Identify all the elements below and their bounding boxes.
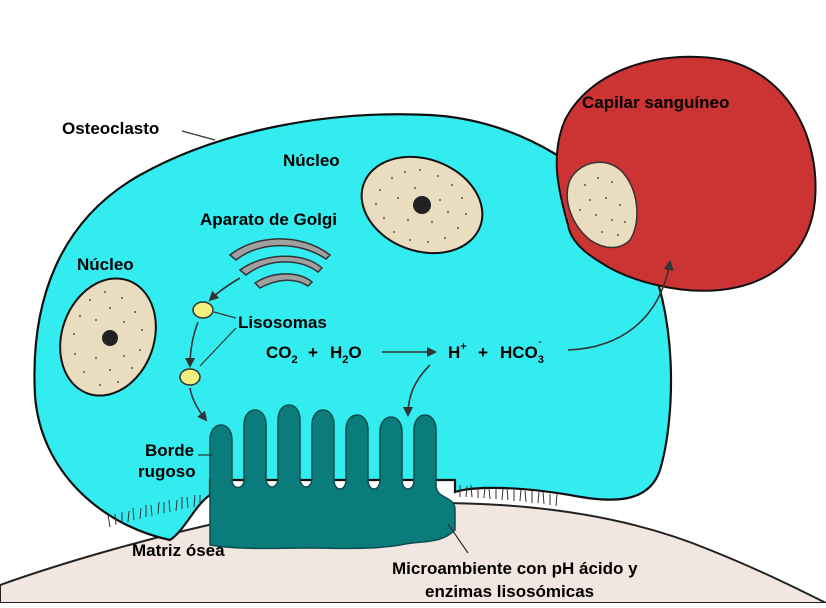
nucleolus-top <box>413 196 431 214</box>
reaction-hco3-charge: - <box>538 336 542 348</box>
nucleus-top-label: Núcleo <box>283 151 340 170</box>
osteoclast-label: Osteoclasto <box>62 119 159 138</box>
lysosomes-label: Lisosomas <box>238 313 327 332</box>
capillary-label: Capilar sanguíneo <box>582 93 729 112</box>
reaction-plus-1: + <box>308 343 318 362</box>
microenv-label-1: Microambiente con pH ácido y <box>392 559 638 578</box>
ruffled-border-label-1: Borde <box>145 441 194 460</box>
nucleus-left-label: Núcleo <box>77 255 134 274</box>
golgi-label: Aparato de Golgi <box>200 210 337 229</box>
ruffled-border-label-2: rugoso <box>138 462 196 481</box>
bone-matrix-label: Matriz ósea <box>132 541 225 560</box>
nucleolus-left <box>102 330 118 346</box>
leader-osteoclast <box>182 131 215 140</box>
reaction-plus-2: + <box>478 343 488 362</box>
ruffled-border <box>210 405 455 548</box>
lysosome-top <box>193 302 213 318</box>
microenv-label-2: enzimas lisosómicas <box>425 582 594 601</box>
lysosome-bottom <box>180 369 200 385</box>
